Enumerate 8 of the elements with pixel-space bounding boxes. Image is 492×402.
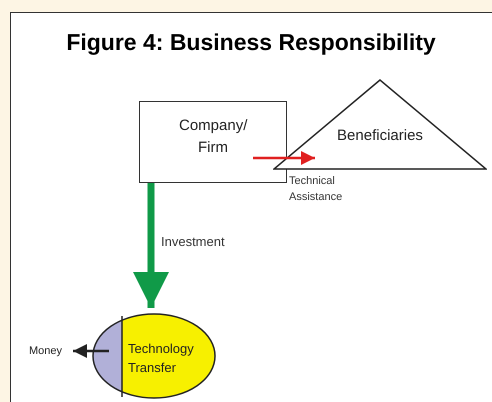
beneficiaries-triangle: Beneficiaries [273, 79, 487, 170]
arrow [73, 344, 109, 358]
figure-title: Figure 4: Business Responsibility [66, 29, 436, 55]
money-label: Money [29, 343, 71, 359]
technology-transfer-ellipse: Technology Transfer [92, 313, 216, 399]
arrow [133, 183, 169, 308]
company-box: Company/ Firm [139, 101, 287, 183]
arrow [253, 151, 315, 165]
